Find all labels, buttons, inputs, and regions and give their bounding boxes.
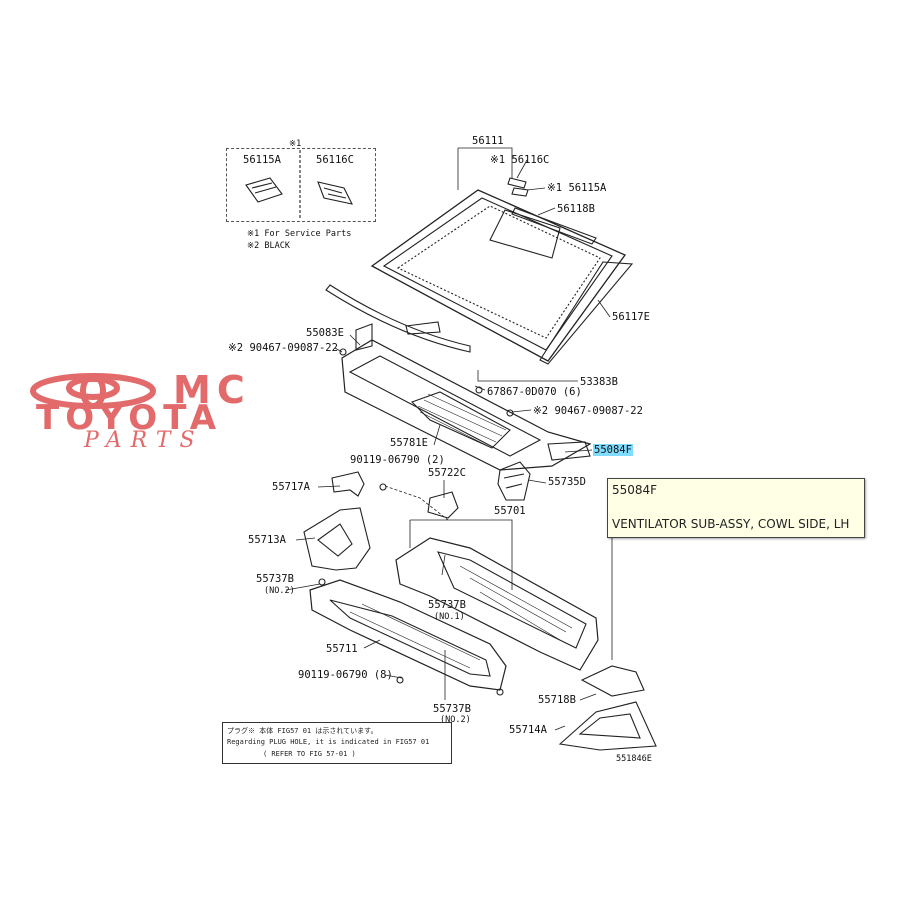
no1-label: (NO.1) [434,612,465,622]
part-link-55701[interactable]: 55701 [494,505,526,517]
refer-to-fig-link[interactable]: ( REFER TO FIG 57-01 ) [263,750,356,758]
dash-cowl-drawing [395,537,599,671]
part-link-55735d[interactable]: 55735D [548,476,586,488]
note-line-en: Regarding PLUG HOLE, it is indicated in … [227,738,430,746]
no2-label-1: (NO.2) [264,586,295,596]
ventilator-side-drawing [497,461,531,501]
part-link-90119-a[interactable]: 90119-06790 (2) [350,454,445,466]
figure-id: 551846E [616,754,652,764]
part-link-56115a-service[interactable]: 56115A [243,154,281,166]
part-link-67867[interactable]: 67867-0D070 (6) [487,386,582,398]
note-line-jp: プラグ※ 本体 FIG57 01 は示されています。 [227,727,378,735]
part-link-56116c-service[interactable]: 56116C [316,154,354,166]
part-link-55737b-2[interactable]: 55737B [428,599,466,611]
part-link-56111[interactable]: 56111 [472,135,504,147]
part-link-56117e[interactable]: 56117E [612,311,650,323]
part-link-55737b-3[interactable]: 55737B [433,703,471,715]
tooltip-description: VENTILATOR SUB-ASSY, COWL SIDE, LH [612,517,850,531]
part-link-56115a[interactable]: ※1 56115A [547,182,607,194]
part-link-55084f[interactable]: 55084F [593,444,633,456]
plug-hole-note: プラグ※ 本体 FIG57 01 は示されています。 Regarding PLU… [222,722,452,764]
part-link-53383b[interactable]: 53383B [580,376,618,388]
part-link-90119-b[interactable]: 90119-06790 (8) [298,669,393,681]
windshield-drawing [325,177,634,365]
exploded-parts-diagram [245,147,657,751]
service-parts-box [226,148,376,222]
part-link-90467-a[interactable]: ※2 90467-09087-22 [228,342,338,354]
service-parts-note: ※1 For Service Parts [247,229,352,239]
part-link-56118b[interactable]: 56118B [557,203,595,215]
fastener-symbols [318,348,514,696]
cowl-louver-drawing [341,323,592,471]
black-note: ※2 BLACK [247,241,290,251]
leader-lines [285,147,613,731]
service-parts-marker: ※1 [289,139,302,149]
clip-56115a-drawing [245,177,283,203]
part-link-56116c[interactable]: ※1 56116C [490,154,550,166]
bracket-55722c-drawing [427,491,459,519]
part-link-55781e[interactable]: 55781E [390,437,428,449]
part-link-55711[interactable]: 55711 [326,643,358,655]
part-link-55722c[interactable]: 55722C [428,467,466,479]
part-link-55718b[interactable]: 55718B [538,694,576,706]
tooltip-part-number: 55084F [612,483,658,497]
cowl-lower-panel-drawing [309,579,507,691]
part-link-55083e[interactable]: 55083E [306,327,344,339]
part-tooltip: 55084F VENTILATOR SUB-ASSY, COWL SIDE, L… [607,478,865,538]
part-link-55737b-1[interactable]: 55737B [256,573,294,585]
cowl-side-rh-drawing [558,665,657,751]
part-link-55714a[interactable]: 55714A [509,724,547,736]
cowl-side-panel-lh-drawing [303,507,371,571]
clip-56116c-drawing [317,181,354,205]
part-link-90467-b[interactable]: ※2 90467-09087-22 [533,405,643,417]
part-link-55713a[interactable]: 55713A [248,534,286,546]
no2-label-2: (NO.2) [440,715,471,725]
bracket-55717a-drawing [331,471,365,497]
part-link-55717a[interactable]: 55717A [272,481,310,493]
